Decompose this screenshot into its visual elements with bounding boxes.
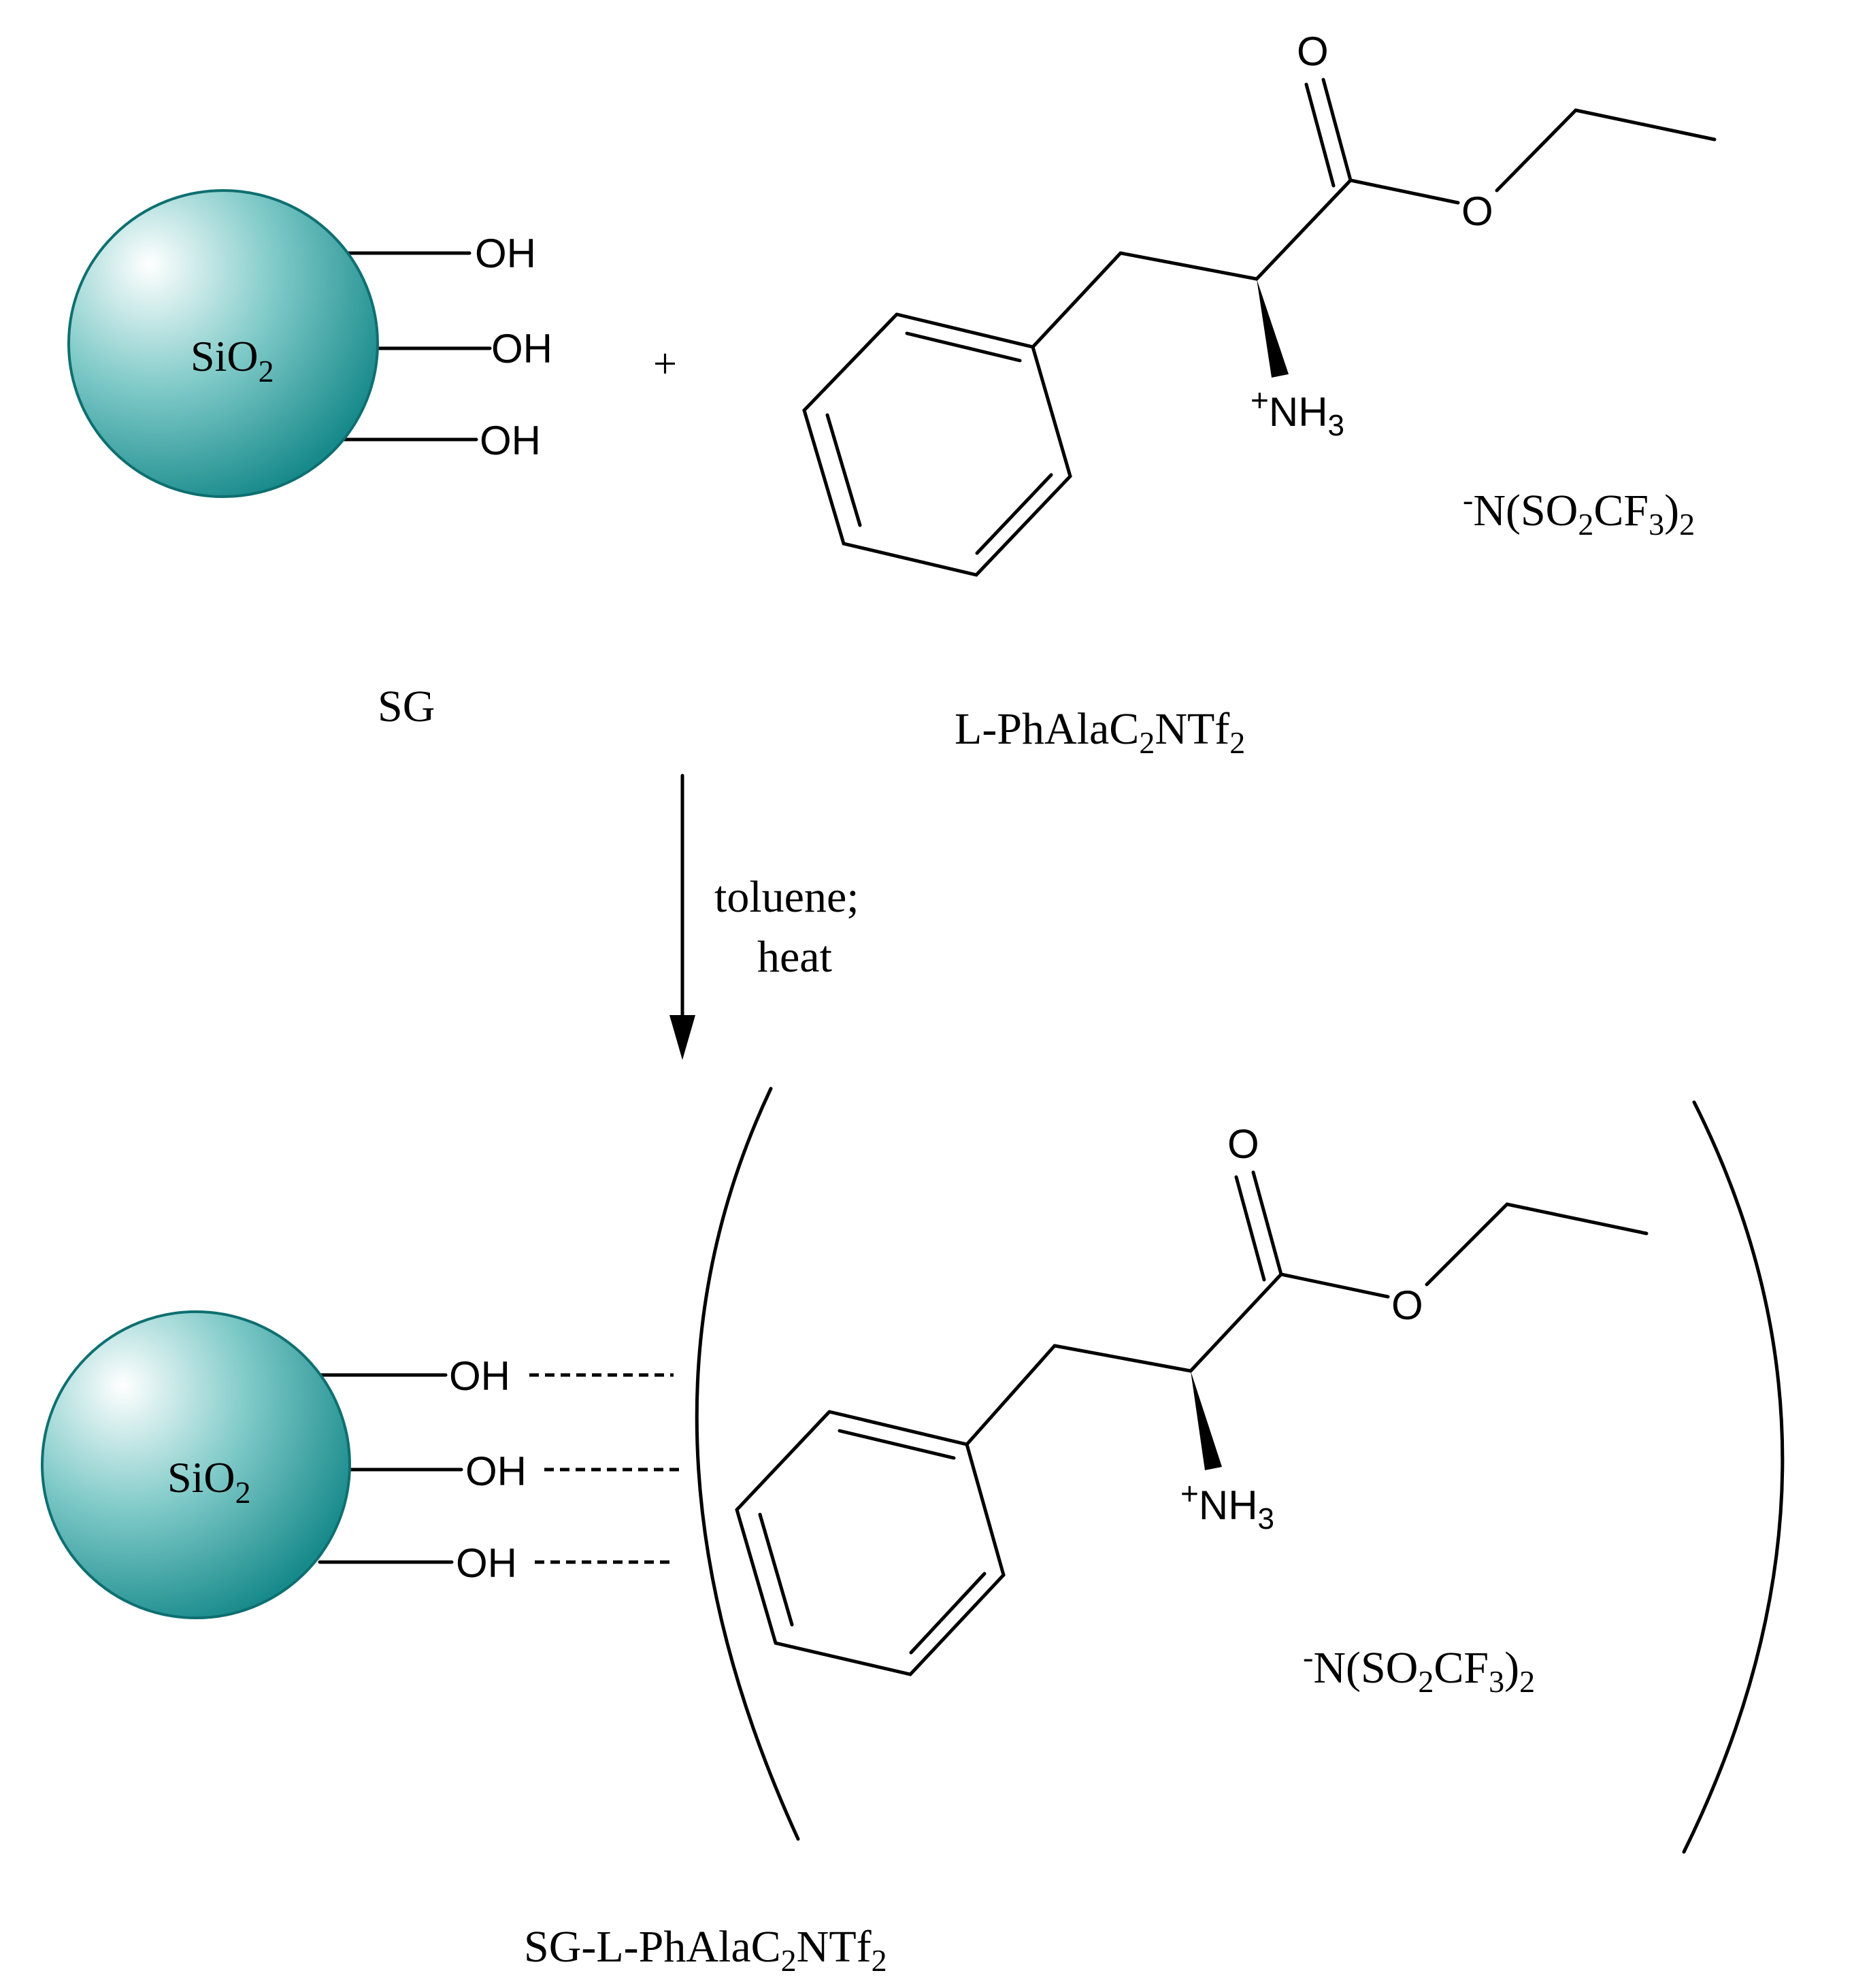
benzyl-bond [1031,251,1123,349]
product-hydroxyl-label-3: OH [456,1540,517,1586]
ammonium-label: +NH3 [1251,382,1344,442]
product-ethyl-bond [1505,1202,1649,1236]
product-carbonyl-oxygen-label: O [1227,1121,1259,1167]
ester-oxygen-label: O [1461,188,1493,234]
benzene-ring [802,312,1072,577]
product-stereo-wedge-bond [1191,1371,1222,1470]
ring-double-bond-1 [905,331,1022,363]
silica-bead-label: SiO2 [191,332,274,388]
product-sg-l-phalac2ntf2: SiO2 OH OH OH O O +NH3 -N(SO2CF3)2 SG-L-… [41,1087,1785,1978]
product-name: SG-L-PhAlaC2NTf2 [524,1922,887,1978]
reaction-condition-heat: heat [757,932,832,982]
reaction-arrowhead [669,1015,695,1060]
product-ring-double-bond-3 [909,1572,987,1655]
ring-double-bond-2 [825,413,862,527]
product-hydroxyl-label-1: OH [449,1353,510,1399]
reaction-arrow: toluene; heat [669,774,859,1060]
ethyl-bond [1574,108,1717,142]
product-benzene-ring [735,1410,1006,1676]
counter-anion-label: -N(SO2CF3)2 [1463,482,1695,542]
co-double-bond-a [1321,78,1353,182]
carbonyl-oxygen-label: O [1297,29,1329,74]
product-ring-double-bond-2 [758,1512,794,1627]
product-ch2-alpha-bond [1053,1344,1193,1373]
hydroxyl-label-2: OH [491,326,552,371]
product-co-double-bond-a [1251,1170,1283,1276]
hydroxyl-label-3: OH [480,418,541,463]
product-counter-anion-label: -N(SO2CF3)2 [1303,1640,1535,1699]
product-ester-oxygen-label: O [1391,1282,1423,1328]
hydroxyl-label-1: OH [475,231,536,276]
reaction-condition-solvent: toluene; [714,872,859,922]
product-silica-bead-label: SiO2 [167,1453,251,1510]
product-silica-bead [41,1310,351,1619]
plus-sign: + [653,341,677,387]
product-ring-double-bond-1 [838,1429,956,1460]
silica-bead [67,189,379,498]
product-hydroxyl-label-2: OH [465,1448,527,1494]
product-co-double-bond-b [1234,1175,1266,1282]
reactant-ionic-liquid: O O +NH3 -N(SO2CF3)2 L-PhAlaC2NTf2 [802,29,1717,760]
ester-bond [1348,178,1460,205]
co-double-bond-b [1304,82,1336,188]
stereo-wedge-bond [1257,279,1289,378]
product-ester-bond [1279,1272,1390,1299]
alpha-carbonyl-bond [1255,178,1353,281]
product-benzyl-bond [965,1344,1057,1446]
ch2-alpha-bond [1119,251,1259,281]
ring-double-bond-3 [975,473,1053,555]
reactant-silica-name: SG [378,682,435,731]
ester-o-ch2-bond [1495,108,1578,193]
product-ammonium-label: +NH3 [1180,1476,1274,1536]
product-alpha-carbonyl-bond [1189,1272,1283,1373]
right-bracket [1682,1100,1785,1854]
reactant-ionic-liquid-name: L-PhAlaC2NTf2 [955,704,1245,760]
reactant-silica-gel: SiO2 OH OH OH SG [67,189,552,731]
left-bracket [695,1087,800,1841]
product-ester-o-ch2-bond [1425,1202,1509,1287]
